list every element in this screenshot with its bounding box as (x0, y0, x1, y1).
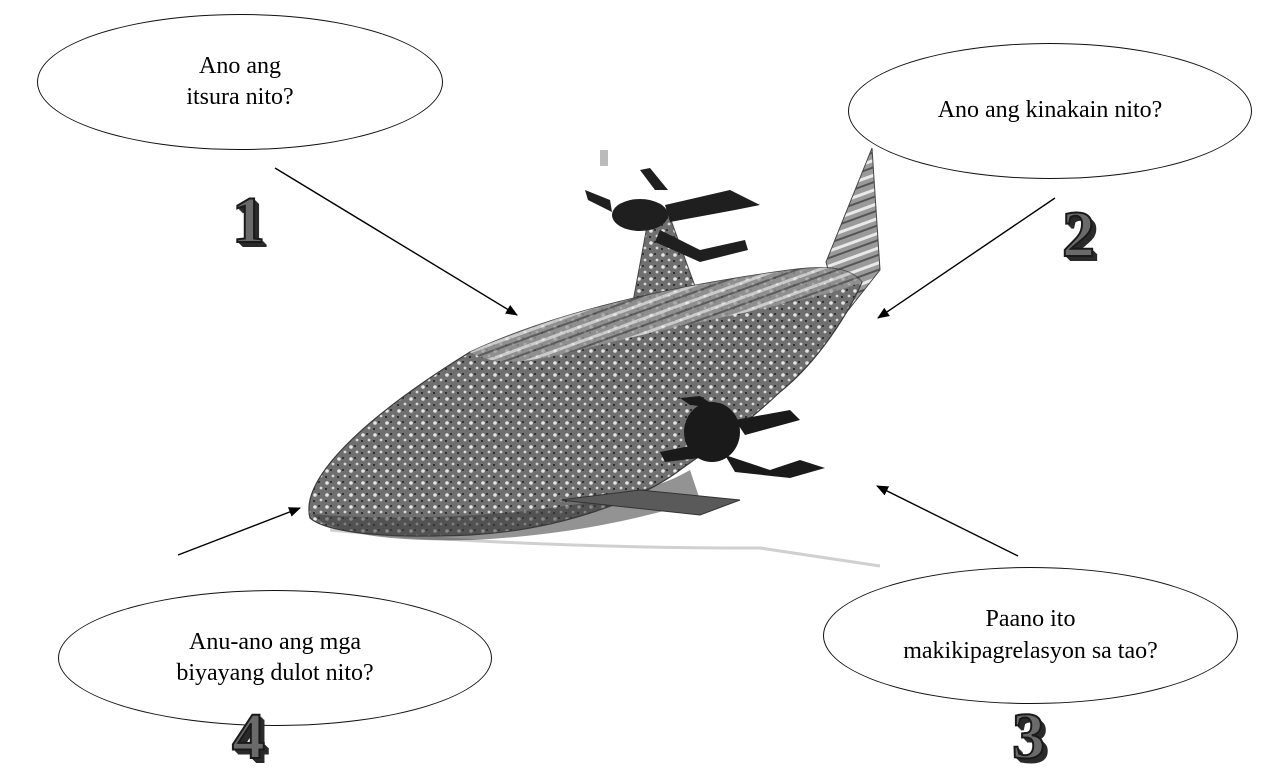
number-4: 4 (232, 704, 265, 770)
whale-shark-illustration (309, 148, 880, 566)
arrow-3 (877, 486, 1018, 556)
number-1: 1 (232, 188, 265, 254)
question-bubble-1: Ano ang itsura nito? (37, 14, 443, 150)
arrow-2 (878, 198, 1055, 318)
question-bubble-2: Ano ang kinakain nito? (848, 43, 1252, 179)
question-bubble-4: Anu-ano ang mga biyayang dulot nito? (58, 590, 492, 726)
question-bubble-3: Paano ito makikipagrelasyon sa tao? (823, 567, 1238, 704)
shark-body (309, 268, 862, 536)
question-2-text: Ano ang kinakain nito? (938, 95, 1163, 126)
diver-top-icon (585, 150, 760, 262)
question-3-text: Paano ito makikipagrelasyon sa tao? (903, 604, 1158, 666)
arrow-1 (275, 168, 517, 315)
question-1-text: Ano ang itsura nito? (186, 51, 293, 113)
arrow-4 (178, 508, 300, 555)
number-2: 2 (1062, 202, 1095, 268)
number-3: 3 (1012, 704, 1045, 770)
question-4-text: Anu-ano ang mga biyayang dulot nito? (176, 627, 373, 689)
